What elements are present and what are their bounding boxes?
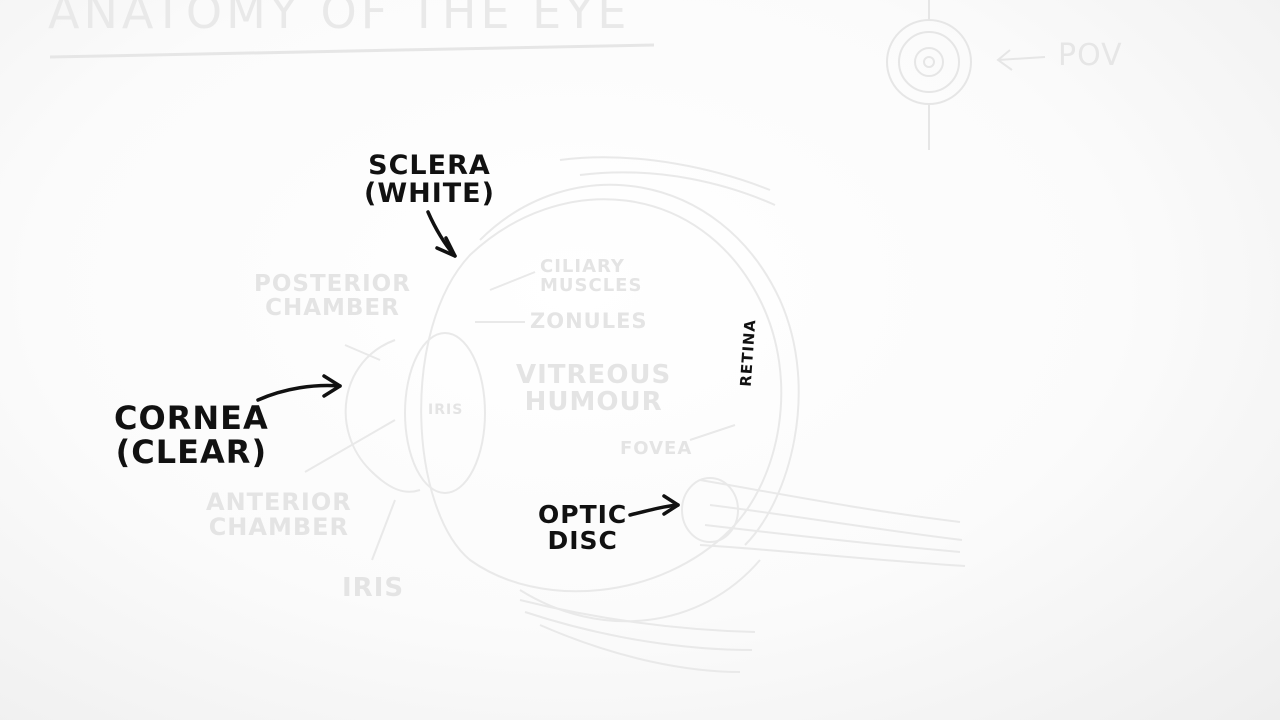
cornea-label: CORNEA (CLEAR) bbox=[114, 402, 269, 469]
posterior-chamber-label: POSTERIOR CHAMBER bbox=[254, 272, 411, 320]
title-underline bbox=[50, 45, 654, 57]
optic-disc-label: OPTIC DISC bbox=[538, 502, 627, 555]
iris-outer-label: IRIS bbox=[342, 575, 404, 602]
sclera-label: SCLERA (WHITE) bbox=[364, 152, 495, 209]
ciliary-muscles-label: CILIARY MUSCLES bbox=[540, 258, 642, 296]
cornea-arrow bbox=[258, 376, 340, 400]
vitreous-humour-label: VITREOUS HUMOUR bbox=[516, 362, 671, 417]
fovea-label: FOVEA bbox=[620, 440, 692, 459]
pov-eye-icon bbox=[887, 0, 1045, 150]
zonules-label: ZONULES bbox=[530, 310, 648, 332]
iris-inner-label: IRIS bbox=[428, 403, 463, 418]
anterior-chamber-label: ANTERIOR CHAMBER bbox=[206, 490, 352, 540]
page-title: ANATOMY OF THE EYE bbox=[48, 0, 630, 36]
optic-disc-arrow bbox=[630, 496, 678, 515]
sclera-arrow bbox=[428, 212, 455, 256]
pov-label: POV bbox=[1058, 40, 1123, 72]
